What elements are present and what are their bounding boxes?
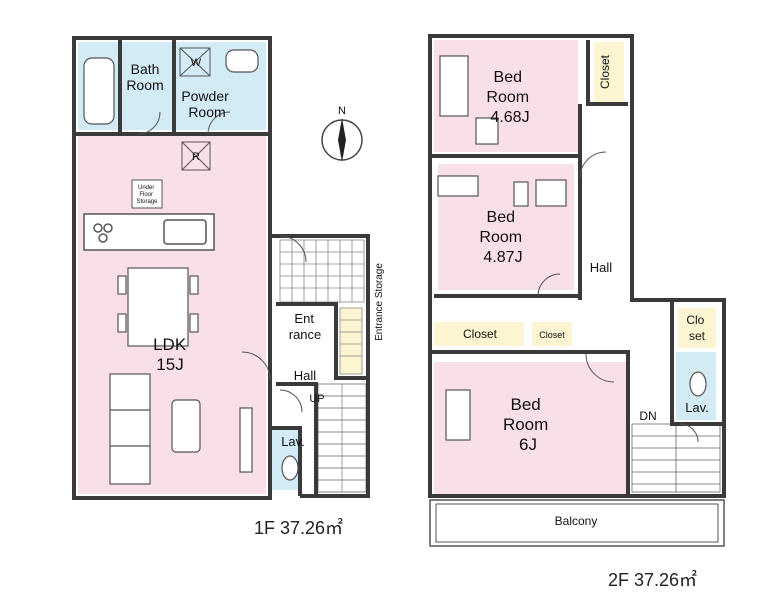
balcony-label: Balcony [555, 514, 598, 528]
bath-room-label: Bath Room [126, 61, 163, 93]
balcony [429, 499, 725, 547]
bedroom-2-label: Bed Room 4.87J [479, 209, 526, 266]
doors-1f [137, 111, 307, 413]
underfloor-storage-mark [131, 179, 163, 209]
refrigerator-mark [181, 141, 211, 171]
closet-mid-fill [434, 322, 524, 346]
floor-2-area-caption: 2F 37.26㎡ [608, 570, 698, 590]
powder-room-label: Powder Room [181, 88, 232, 120]
ldk-label: LDK 15J [153, 335, 191, 374]
floor1-walls [72, 36, 370, 500]
floor-2 [428, 34, 726, 547]
floor-1 [72, 36, 370, 500]
stairs-2f [631, 423, 721, 493]
lav-1f-label: Lav. [281, 434, 305, 449]
closet-top-label: Closet [598, 54, 612, 89]
closet-small-label: Closet [539, 330, 565, 340]
dn-label: DN [639, 409, 656, 423]
bathtub [83, 57, 115, 125]
hall-2f-label: Hall [590, 260, 613, 275]
washing-machine-mark [179, 47, 211, 77]
compass-north-label: N [338, 105, 346, 117]
entrance-storage-label: Entrance Storage [374, 263, 385, 341]
stairs-1f [317, 383, 367, 493]
closet-small-fill [532, 322, 572, 346]
doors-2f [537, 151, 699, 443]
bedroom-furniture [437, 55, 567, 441]
kitchen-counter [83, 213, 215, 251]
up-label: UP [309, 393, 324, 405]
bedroom-3-label: Bed Room 6J [503, 395, 553, 454]
entrance-label: Ent rance [289, 311, 322, 342]
closet-top-fill [594, 42, 624, 102]
hall-1f-label: Hall [294, 368, 317, 383]
compass: N [321, 105, 363, 162]
closet-mid-label: Closet [463, 327, 498, 341]
closet-right-fill [678, 308, 716, 348]
sink-powder [225, 49, 259, 73]
entrance-storage-shelves [339, 307, 363, 375]
fridge-r-label: R [192, 151, 200, 163]
lav-2f-label: Lav. [685, 400, 709, 415]
bedroom-1-label: Bed Room 4.68J [486, 69, 533, 126]
washer-w-label: W [191, 57, 202, 69]
floor2-walls [428, 34, 726, 498]
bath-room-fill-2 [122, 42, 172, 130]
toilet-1f [281, 455, 299, 481]
entrance-tiles [279, 239, 365, 303]
closet-right-label: Clo set [686, 313, 707, 343]
floor-1-area-caption: 1F 37.26㎡ [254, 518, 344, 538]
underfloor-storage-label: Under Floor Storage [136, 185, 158, 205]
dining-table [117, 267, 199, 347]
toilet-2f [689, 371, 707, 397]
sofa [109, 373, 253, 485]
